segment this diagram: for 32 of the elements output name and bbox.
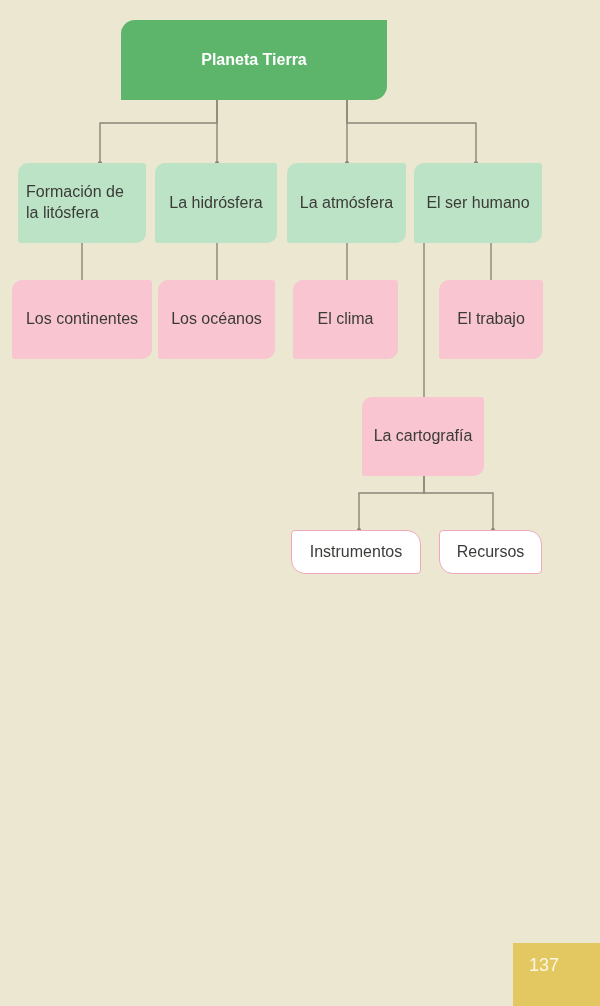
connector-line: [346, 242, 348, 281]
connector-line: [490, 242, 492, 281]
node-label: El ser humano: [426, 192, 530, 213]
subtopic-box: [362, 397, 484, 476]
topic-box: [18, 163, 146, 243]
node-label: Recursos: [456, 541, 525, 562]
detail-box: [439, 530, 542, 574]
subtopic-box: [293, 280, 398, 359]
node-label: La cartografía: [373, 426, 473, 447]
node-label: Los continentes: [25, 309, 139, 330]
connector-line: [423, 242, 425, 398]
topic-box: [155, 163, 277, 243]
node-label: Formación de la litósfera: [26, 182, 125, 223]
subtopic-box: [439, 280, 543, 359]
node-label: La atmósfera: [299, 192, 394, 213]
connector-line: [216, 242, 218, 281]
detail-box: [291, 530, 421, 574]
node-label: El trabajo: [457, 309, 525, 330]
topic-box: [287, 163, 406, 243]
topic-box: [414, 163, 542, 243]
page-number: 137: [529, 955, 560, 976]
connector-line: [346, 99, 479, 166]
connector-line: [81, 242, 83, 281]
connector-line: [214, 99, 220, 166]
subtopic-box: [12, 280, 152, 359]
subtopic-box: [158, 280, 275, 359]
node-label: Instrumentos: [309, 541, 403, 562]
node-label: Planeta Tierra: [201, 49, 307, 70]
node-label: Los océanos: [171, 309, 262, 330]
node-label: La hidrósfera: [169, 192, 263, 213]
node-label: El clima: [317, 309, 374, 330]
main-topic-box: [121, 20, 387, 100]
